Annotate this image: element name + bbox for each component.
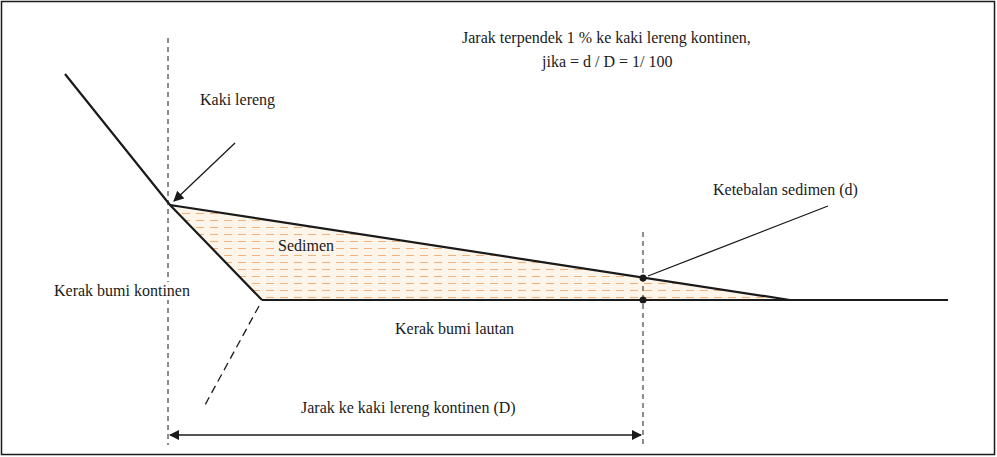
crust-boundary <box>205 306 259 405</box>
leader-line <box>648 206 828 276</box>
dimension-line <box>170 434 641 435</box>
dashed-guide <box>168 38 169 445</box>
layer-label: Sedimen <box>276 237 336 255</box>
note-text: jika = d / D = 1/ 100 <box>540 53 674 71</box>
layer-label: Kerak bumi kontinen <box>52 282 192 300</box>
callout-label: Kaki lereng <box>198 91 277 109</box>
dot <box>640 275 647 282</box>
ocean-floor <box>262 299 948 301</box>
dimension-label: Jarak ke kaki lereng kontinen (D) <box>299 399 518 417</box>
sediment-surface <box>170 205 790 300</box>
dot <box>640 297 647 304</box>
sediment-fill <box>170 205 790 300</box>
layer-label: Kerak bumi lautan <box>393 320 516 338</box>
note-text: Jarak terpendek 1 % ke kaki lereng konti… <box>460 29 753 47</box>
dashed-guide <box>643 232 644 445</box>
callout-label: Ketebalan sedimen (d) <box>711 181 860 199</box>
leader-line <box>174 143 235 201</box>
